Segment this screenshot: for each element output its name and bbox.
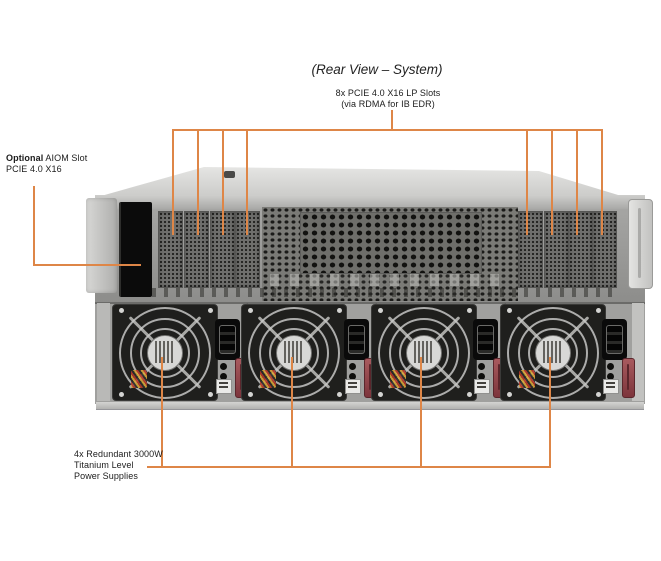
ac-inlet bbox=[344, 319, 369, 360]
callout-line-pcie-slot bbox=[222, 129, 224, 235]
callout-line-psu-riser bbox=[420, 357, 422, 467]
psu-fan bbox=[371, 304, 477, 401]
callout-line-pcie-slot bbox=[551, 129, 553, 235]
aiom-slot-label: Optional AIOM Slot PCIE 4.0 X16 bbox=[6, 153, 136, 175]
chassis-lid bbox=[101, 167, 628, 198]
callout-line-psu-riser bbox=[161, 357, 163, 467]
psu-label: 4x Redundant 3000W Titanium Level Power … bbox=[74, 449, 204, 482]
right-handle-bracket bbox=[628, 199, 653, 289]
pcie-slots-label-line2: (via RDMA for IB EDR) bbox=[341, 99, 435, 109]
chassis-top-flange bbox=[95, 195, 645, 209]
fan-guard-ring bbox=[130, 317, 200, 388]
pcie-slot-vent bbox=[518, 211, 543, 288]
psu-wires bbox=[131, 370, 147, 388]
psu-sticker bbox=[216, 379, 232, 394]
ac-inlet bbox=[215, 319, 240, 360]
fan-guard-ring bbox=[389, 317, 459, 388]
fan-guard-ring bbox=[119, 306, 211, 399]
callout-line-aiom-stem bbox=[33, 186, 35, 266]
psu-label-line3: Power Supplies bbox=[74, 471, 138, 481]
callout-line-psu-bar bbox=[147, 466, 551, 468]
pcie-slot-vent bbox=[568, 211, 593, 288]
fan-guard-ring bbox=[140, 327, 190, 378]
psu-sticker bbox=[603, 379, 619, 394]
fan-guard-ring bbox=[528, 327, 578, 378]
psu-screws bbox=[248, 308, 253, 313]
callout-line-pcie-bar bbox=[172, 129, 603, 131]
psu-fan bbox=[112, 304, 218, 401]
aiom-label-bold: Optional bbox=[6, 153, 44, 163]
ac-inlet bbox=[473, 319, 498, 360]
psu-screws bbox=[378, 308, 383, 313]
fan-guard-ring bbox=[248, 306, 340, 399]
pcie-slots-label-line1: 8x PCIE 4.0 X16 LP Slots bbox=[335, 88, 441, 98]
psu-fan bbox=[500, 304, 606, 401]
fan-guard-ring bbox=[507, 306, 599, 399]
fan-hub bbox=[406, 334, 442, 371]
lid-latch bbox=[224, 171, 235, 178]
io-connector-band bbox=[270, 274, 510, 286]
callout-line-psu-riser bbox=[291, 357, 293, 467]
callout-line-pcie-slot bbox=[576, 129, 578, 235]
psu-fan bbox=[241, 304, 347, 401]
aiom-slot-label-line2: PCIE 4.0 X16 bbox=[6, 164, 62, 174]
vent-mesh-center bbox=[300, 212, 482, 274]
psu-release-lever bbox=[622, 358, 635, 398]
pcie-slot-vent bbox=[544, 211, 569, 288]
fan-guard-ring bbox=[269, 327, 319, 378]
psu-wires bbox=[519, 370, 535, 388]
psu-indicator-dots bbox=[349, 363, 356, 370]
ac-inlet bbox=[602, 319, 627, 360]
callout-line-pcie-slot bbox=[172, 129, 174, 235]
callout-line-pcie-slot bbox=[197, 129, 199, 235]
callout-line-aiom-arm bbox=[33, 264, 141, 266]
fan-hub bbox=[276, 334, 312, 371]
fan-guard-ring bbox=[378, 306, 470, 399]
callout-line-pcie-slot bbox=[526, 129, 528, 235]
pcie-slot-vent bbox=[158, 211, 183, 288]
psu-screws bbox=[507, 308, 512, 313]
view-title: (Rear View – System) bbox=[311, 62, 443, 77]
left-mounting-ear bbox=[86, 198, 117, 293]
callout-line-pcie-slot bbox=[601, 129, 603, 235]
aiom-slot-opening bbox=[119, 202, 152, 297]
psu-bay-right-cap bbox=[632, 303, 644, 401]
fan-hub bbox=[535, 334, 571, 371]
callout-line-pcie-stem bbox=[391, 110, 393, 131]
psu-indicator-dots bbox=[607, 363, 614, 370]
aiom-label-rest: AIOM Slot bbox=[43, 153, 88, 163]
pcie-slots-label: 8x PCIE 4.0 X16 LP Slots (via RDMA for I… bbox=[288, 88, 488, 110]
psu-label-line1: 4x Redundant 3000W bbox=[74, 449, 163, 459]
pcie-slot-vent bbox=[184, 211, 209, 288]
fan-guard-ring bbox=[259, 317, 329, 388]
fan-hub bbox=[147, 334, 183, 371]
bracket-finger-row bbox=[152, 288, 620, 297]
psu-sticker bbox=[474, 379, 490, 394]
psu-wires bbox=[390, 370, 406, 388]
chassis-bottom-rail bbox=[96, 402, 644, 410]
aiom-slot-label-line1: Optional AIOM Slot bbox=[6, 153, 136, 164]
psu-wires bbox=[260, 370, 276, 388]
psu-indicator-dots bbox=[478, 363, 485, 370]
psu-sticker bbox=[345, 379, 361, 394]
callout-line-pcie-slot bbox=[246, 129, 248, 235]
pcie-slot-vent bbox=[592, 211, 617, 288]
psu-bay-left-cap bbox=[97, 303, 110, 401]
fan-guard-ring bbox=[399, 327, 449, 378]
psu-screws bbox=[119, 308, 124, 313]
callout-line-psu-riser bbox=[549, 357, 551, 467]
psu-indicator-dots bbox=[220, 363, 227, 370]
fan-guard-ring bbox=[518, 317, 588, 388]
psu-label-line2: Titanium Level bbox=[74, 460, 134, 470]
